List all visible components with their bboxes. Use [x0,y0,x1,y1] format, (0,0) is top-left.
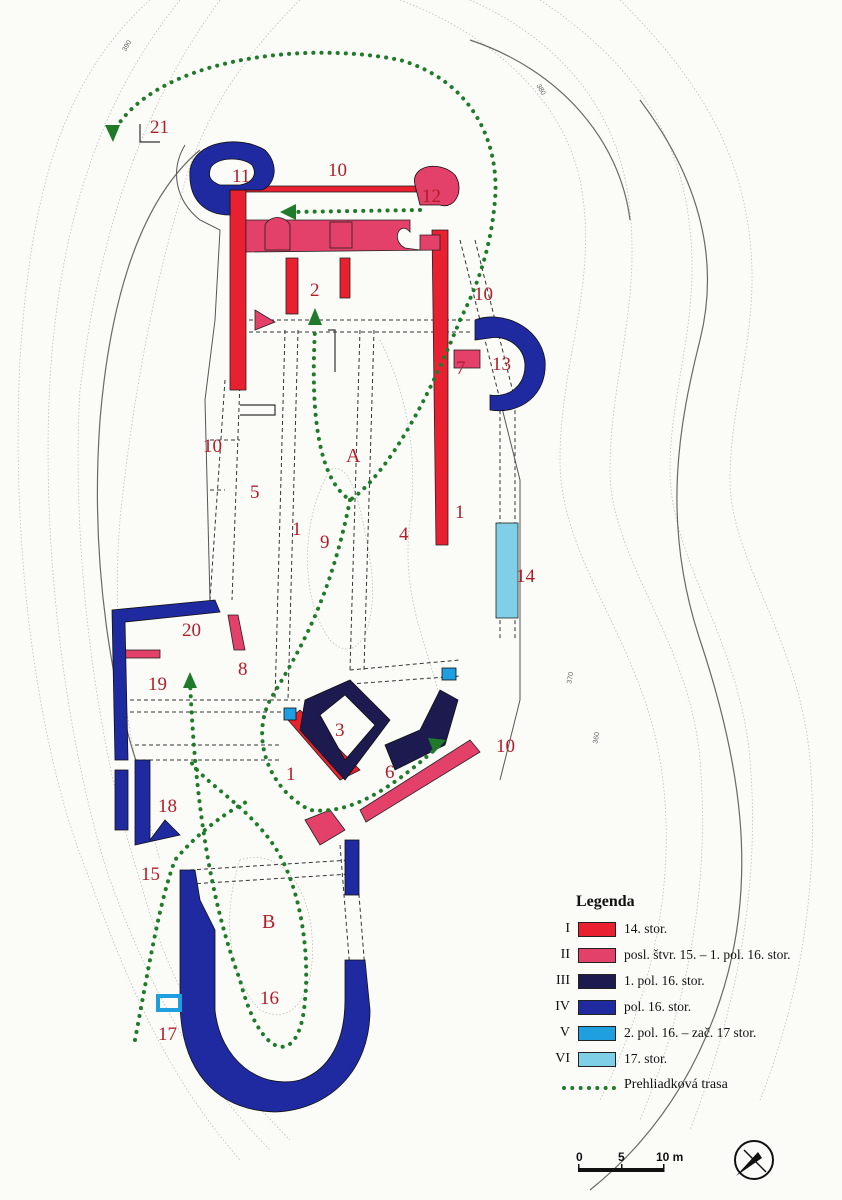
legend-item-trail: Prehliadková trasa [548,1074,838,1100]
contour-label-360: 360 [592,731,601,744]
legend-trail-label: Prehliadková trasa [624,1077,728,1092]
label-10-east: 10 [474,284,493,305]
legend-item-V: V 2. pol. 16. – zač. 17 stor. [548,1022,838,1048]
label-7: 7 [456,358,466,379]
label-16: 16 [260,988,279,1009]
legend-item-I: I 14. stor. [548,918,838,944]
label-1-east: 1 [455,502,465,523]
label-2: 2 [310,280,320,301]
walls-period-IV [111,141,546,1113]
legend-label: posl. štvr. 15. – 1. pol. 16. stor. [624,947,791,962]
label-18: 18 [158,796,177,817]
legend-title: Legenda [576,893,635,910]
tour-trail [110,50,498,1049]
legend: Legenda I 14. stor. II posl. štvr. 15. –… [548,893,838,1100]
label-21: 21 [150,117,169,138]
label-17: 17 [158,1024,177,1045]
legend-swatch [578,1052,616,1067]
legend-label: pol. 16. stor. [624,999,692,1014]
legend-roman: III [556,973,570,988]
rock-outline [176,144,521,781]
contour-label-380: 380 [535,83,547,97]
contour-label-390: 390 [121,39,133,53]
legend-label: 1. pol. 16. stor. [624,973,705,988]
label-15: 15 [141,864,160,885]
scale-tick-5: 5 [618,1150,625,1164]
legend-label: 17. stor. [624,1051,668,1066]
label-8: 8 [238,659,248,680]
legend-roman: V [559,1025,570,1040]
label-20: 20 [182,620,201,641]
scale-bar: 0 5 10 m [576,1150,696,1190]
label-14: 14 [516,566,536,587]
legend-roman: IV [555,999,570,1014]
walls-period-II [124,217,481,846]
walls-period-III [299,166,460,781]
label-10-north: 10 [328,160,347,181]
label-10-southeast: 10 [496,736,515,757]
trail-arrows [105,125,446,753]
trail-swatch [562,1086,616,1090]
legend-swatch [578,922,616,937]
legend-item-IV: IV pol. 16. stor. [548,996,838,1022]
legend-label: 2. pol. 16. – zač. 17 stor. [624,1025,757,1040]
walls-period-V [156,667,457,1012]
label-1-south: 1 [286,764,296,785]
scale-bar-graphic [578,1164,665,1172]
label-B: B [262,911,275,933]
misc-structures [139,124,336,416]
label-9: 9 [320,532,330,553]
legend-roman: I [565,921,570,936]
legend-swatch [578,1000,616,1015]
label-19: 19 [148,674,167,695]
label-10-west: 10 [203,436,222,457]
label-1-bailey: 1 [292,519,302,540]
legend-roman: II [560,947,570,962]
legend-swatch [578,1026,616,1041]
label-4: 4 [399,524,409,545]
legend-item-II: II posl. štvr. 15. – 1. pol. 16. stor. [548,944,838,970]
label-13: 13 [492,354,511,375]
legend-roman: VI [555,1051,570,1066]
scale-tick-0: 0 [576,1150,583,1164]
label-12: 12 [422,186,441,207]
legend-item-VI: VI 17. stor. [548,1048,838,1074]
label-5: 5 [250,482,260,503]
label-11: 11 [232,166,250,187]
label-6: 6 [385,762,395,783]
legend-label: 14. stor. [624,921,668,936]
label-A: A [346,445,361,467]
contour-label-370: 370 [566,671,575,684]
walls-period-VI [495,522,519,619]
legend-swatch [578,948,616,963]
label-3: 3 [335,720,345,741]
scale-tick-10: 10 m [656,1150,684,1164]
north-arrow-icon [734,1140,774,1180]
legend-item-III: III 1. pol. 16. stor. [548,970,838,996]
legend-swatch [578,974,616,989]
